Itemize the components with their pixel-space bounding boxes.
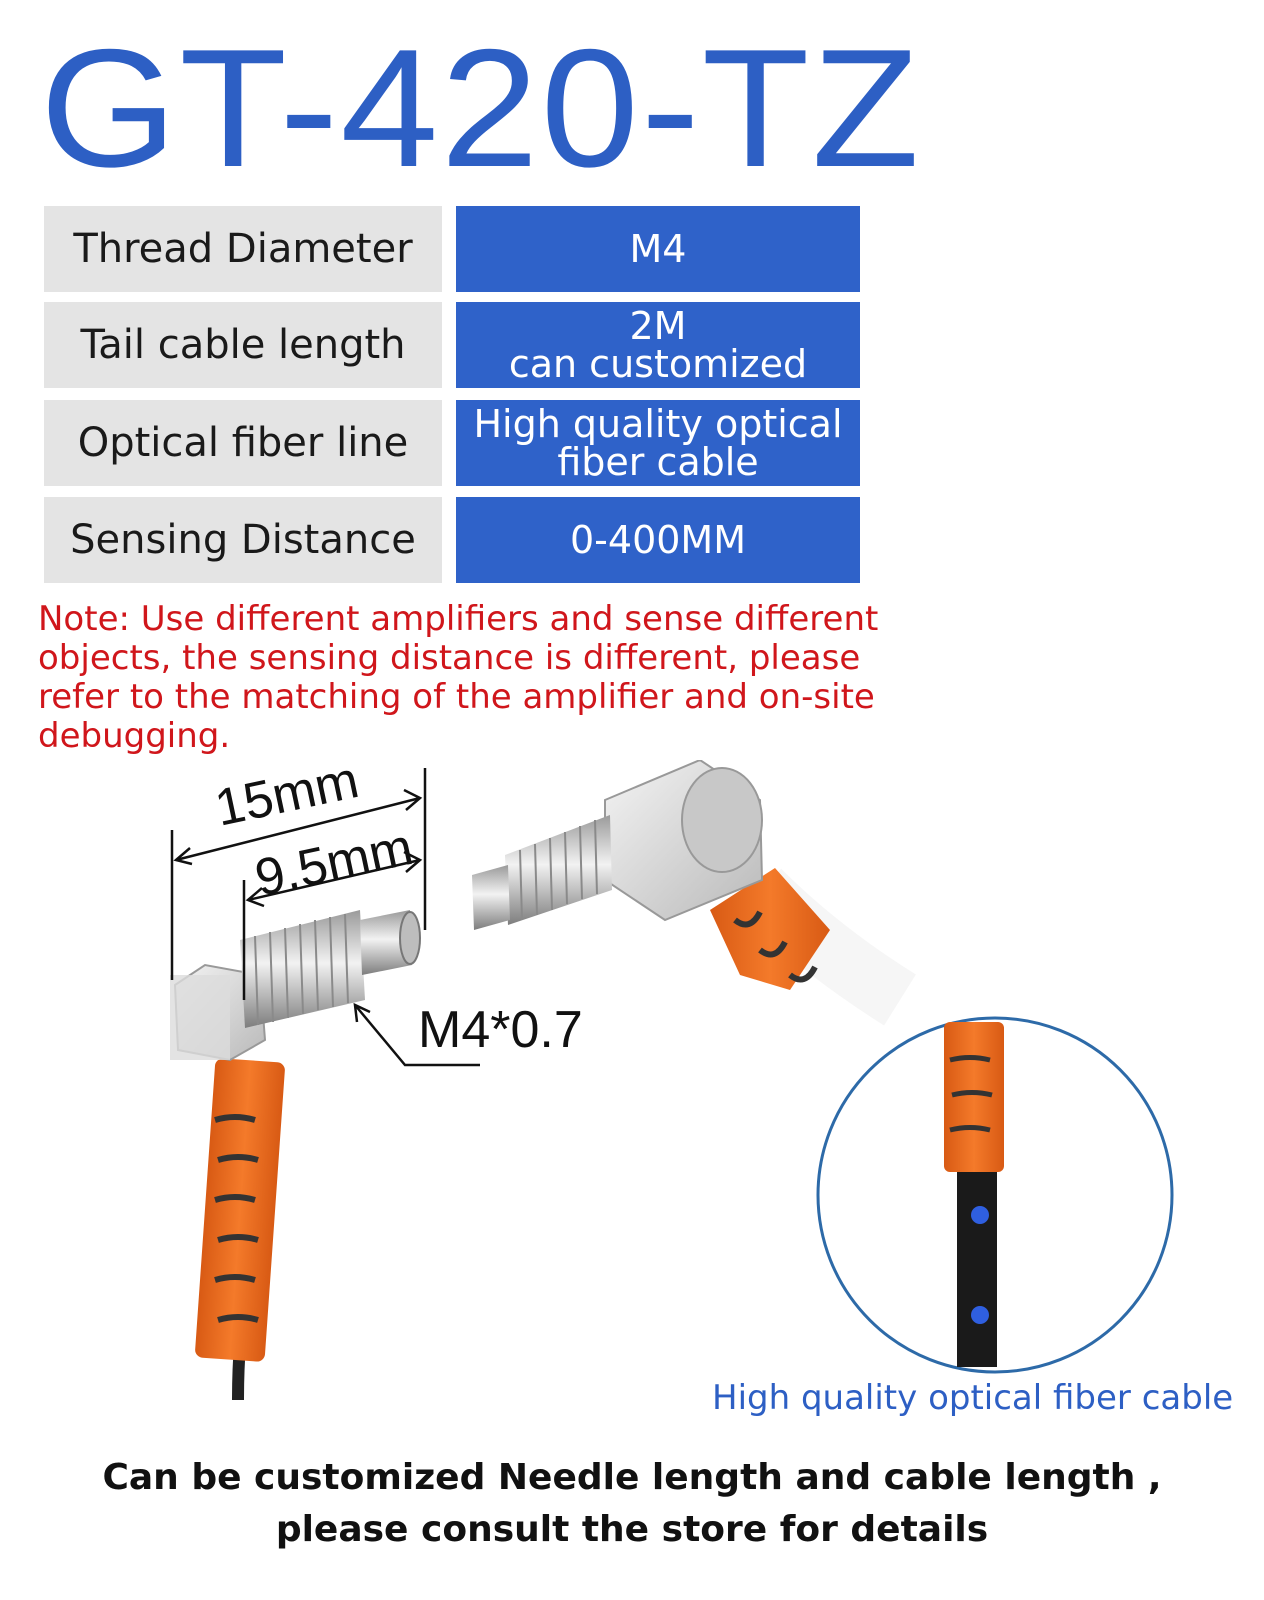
spec-value: 2M can customized: [456, 302, 860, 388]
spec-label: Optical fiber line: [44, 400, 442, 486]
spec-value: M4: [456, 206, 860, 292]
spec-row-sensing-distance: Sensing Distance 0-400MM: [44, 497, 860, 583]
zoom-circle: [816, 1016, 1174, 1374]
footer-line-1: Can be customized Needle length and cabl…: [102, 1457, 1162, 1498]
spec-row-optical-fiber-line: Optical fiber line High quality optical …: [44, 400, 860, 486]
product-title: GT-420-TZ: [40, 14, 922, 202]
spec-label: Tail cable length: [44, 302, 442, 388]
spec-value: High quality optical fiber cable: [456, 400, 860, 486]
footer-line-2: please consult the store for details: [275, 1509, 989, 1550]
spec-label: Sensing Distance: [44, 497, 442, 583]
spec-value: 0-400MM: [456, 497, 860, 583]
note-text: Note: Use different amplifiers and sense…: [38, 599, 879, 756]
zoom-caption: High quality optical fiber cable: [712, 1378, 1234, 1418]
spec-row-thread-diameter: Thread Diameter M4: [44, 206, 860, 292]
product-illustration: [170, 760, 1174, 1401]
footer-text: Can be customized Needle length and cabl…: [0, 1452, 1264, 1556]
right-sensor: [472, 760, 916, 1026]
spec-row-tail-cable-length: Tail cable length 2M can customized: [44, 302, 860, 388]
dimension-thread-spec: M4*0.7: [418, 1001, 583, 1059]
left-sensor: [170, 910, 421, 1401]
spec-label: Thread Diameter: [44, 206, 442, 292]
dimension-lines: [170, 768, 480, 1067]
